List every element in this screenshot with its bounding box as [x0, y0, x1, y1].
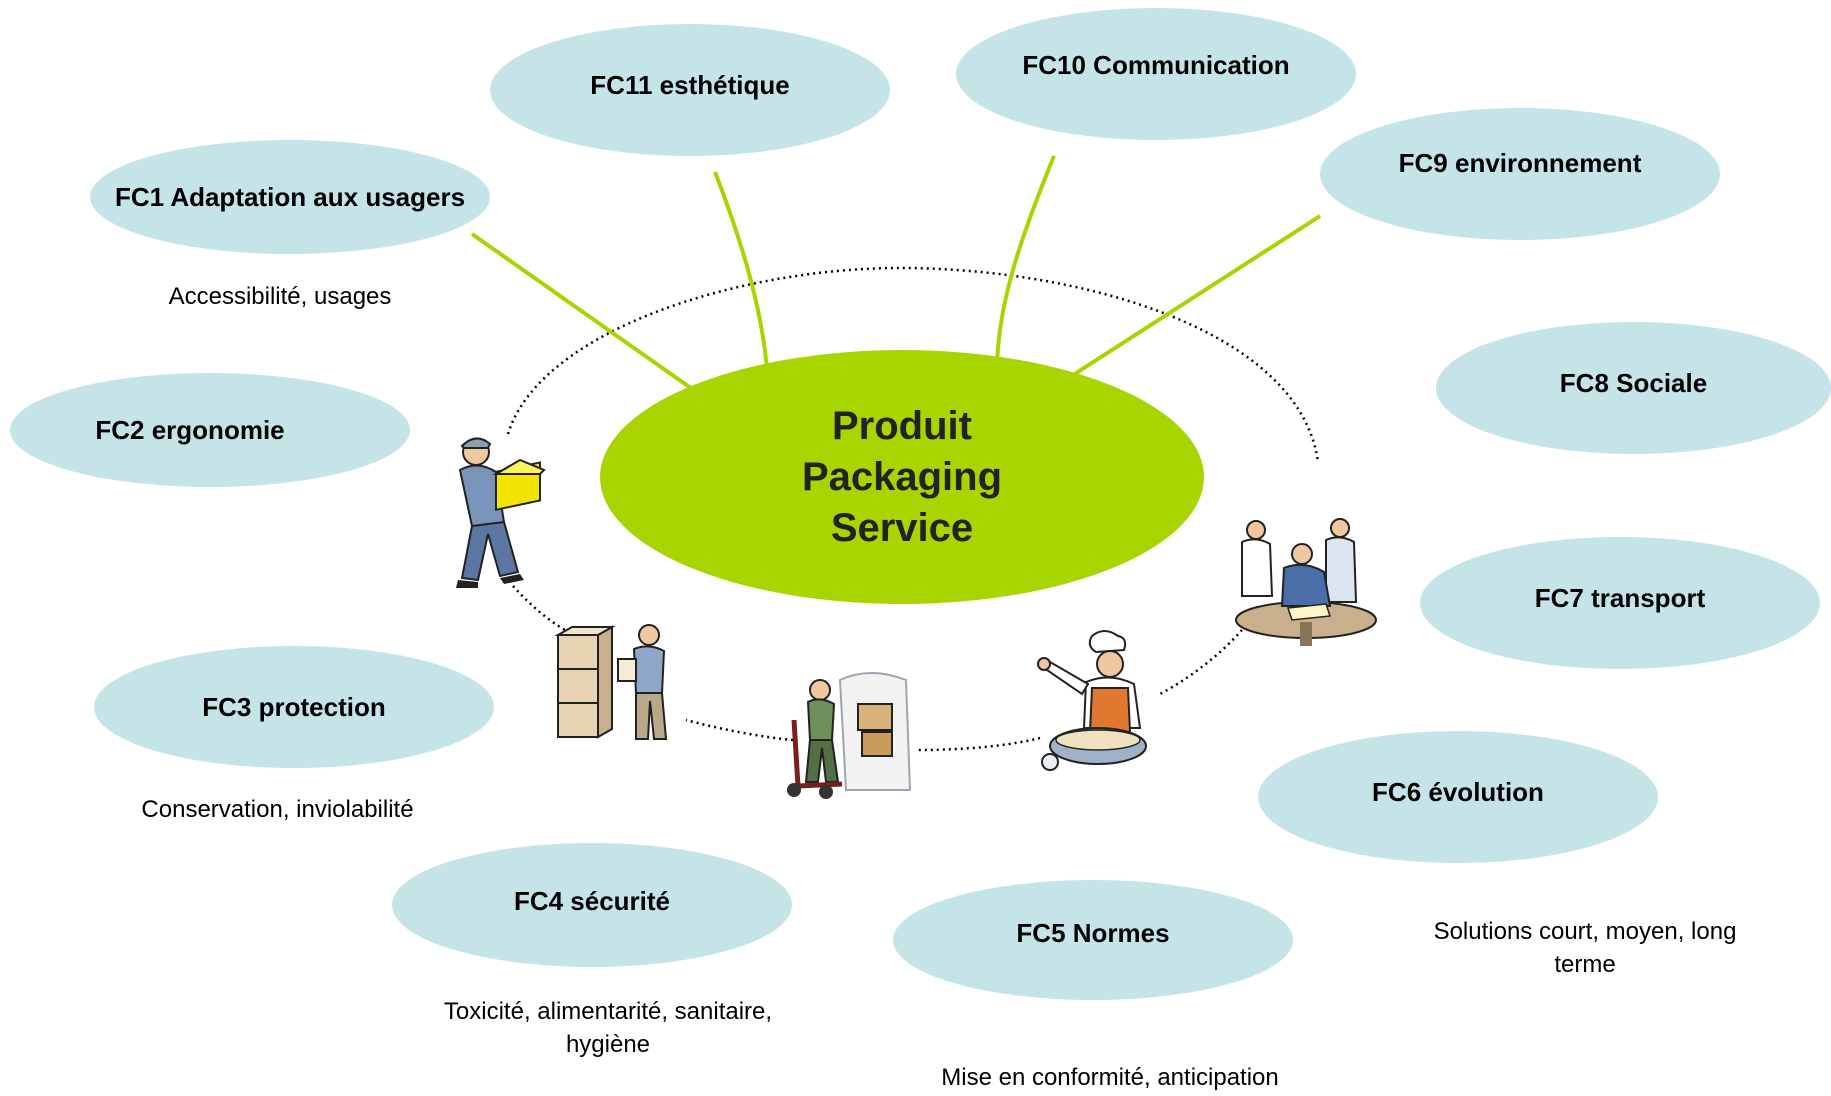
fc3-label: FC3 protection — [202, 691, 386, 722]
connector-fc10 — [994, 155, 1056, 382]
worker-inventory-boxes-icon — [554, 624, 668, 740]
fc8-label: FC8 Sociale — [1559, 367, 1708, 398]
fc6-label: FC6 évolution — [1372, 776, 1544, 807]
fc11-bubble: FC11 esthétique — [490, 24, 890, 156]
fc2-label: FC2 ergonomie — [95, 414, 285, 445]
fc2-bubble: FC2 ergonomie — [10, 373, 410, 487]
dotted-cycle-loop-bottom-left — [685, 718, 794, 742]
dotted-cycle-loop — [506, 266, 1320, 463]
fc4-bubble: FC4 sécurité — [392, 843, 792, 967]
fc5-label: FC5 Normes — [1016, 917, 1170, 948]
dotted-cycle-loop-bottom — [917, 736, 1041, 752]
fc6-bubble: FC6 évolution — [1258, 731, 1658, 863]
fc3-note: Conservation, inviolabilité — [141, 796, 414, 823]
fc10-bubble: FC10 Communication — [956, 8, 1356, 140]
fc9-label: FC9 environnement — [1398, 147, 1642, 178]
fc8-bubble: FC8 Sociale — [1436, 322, 1831, 454]
center-ellipse: Produit Packaging Service — [600, 350, 1204, 604]
fc5-bubble: FC5 Normes — [893, 880, 1293, 1000]
fc6-note: Solutions court, moyen, long terme — [1433, 918, 1737, 978]
fc4-note: Toxicité, alimentarité, sanitaire, hygiè… — [443, 998, 773, 1058]
fc1-bubble: FC1 Adaptation aux usagers — [90, 140, 490, 254]
fc5-note: Mise en conformité, anticipation — [941, 1064, 1279, 1091]
connector-fc11 — [713, 171, 770, 385]
fc7-label: FC7 transport — [1534, 582, 1706, 613]
fc1-label: FC1 Adaptation aux usagers — [114, 181, 466, 212]
fc10-label: FC10 Communication — [1022, 49, 1290, 80]
business-meeting-icon — [1235, 518, 1377, 646]
center-label: Produit Packaging Service — [801, 403, 1003, 550]
connector-fc9 — [1054, 214, 1322, 388]
worker-hand-truck-icon — [787, 672, 912, 799]
fc1-note: Accessibilité, usages — [168, 283, 392, 310]
fc9-bubble: FC9 environnement — [1320, 108, 1720, 240]
fc4-label: FC4 sécurité — [513, 885, 671, 916]
fc11-label: FC11 esthétique — [590, 69, 790, 100]
connector-fc1 — [470, 232, 707, 400]
fc7-bubble: FC7 transport — [1420, 537, 1820, 669]
fc3-bubble: FC3 protection — [94, 646, 494, 768]
chef-mixing-icon — [1037, 630, 1147, 771]
worker-carrying-box-icon — [456, 437, 546, 588]
dotted-cycle-loop-left — [512, 585, 566, 632]
